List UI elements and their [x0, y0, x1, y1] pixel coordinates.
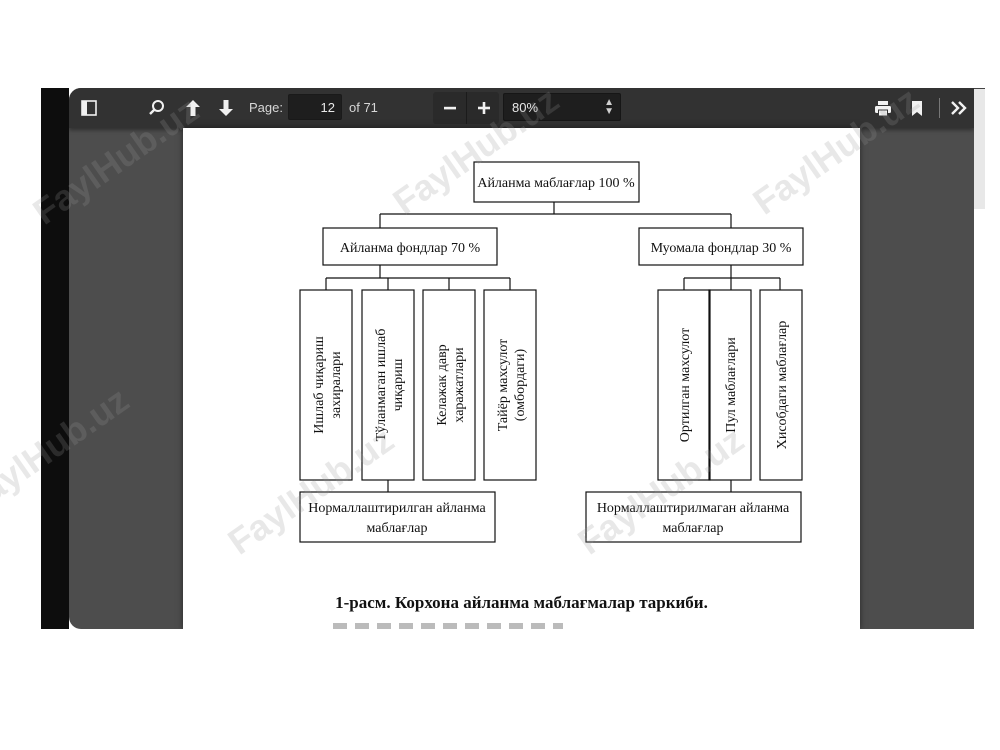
left-item-label: харажатлари: [452, 347, 467, 423]
zoom-in-button[interactable]: [467, 88, 500, 128]
left-item-label: захиралари: [329, 351, 344, 419]
right-group-label: Муомала фондлар 30 %: [651, 241, 792, 256]
figure-caption: 1-расм. Корхона айланма маблағмалар тарк…: [335, 593, 708, 612]
print-icon[interactable]: [869, 88, 897, 128]
bookmark-icon[interactable]: [905, 88, 929, 128]
cropped-text-line: [333, 623, 563, 629]
left-item-label: Тўланмаган ишлаб: [374, 329, 389, 442]
root-box: [473, 161, 640, 203]
root-label: Айланма маблағлар 100 %: [477, 176, 635, 191]
left-group-box: [322, 227, 498, 266]
right-item-box: [708, 289, 752, 481]
left-item-label: Ишлаб чиқариш: [312, 336, 327, 434]
right-bottom-box: [585, 491, 802, 543]
page-label: Page:: [249, 100, 283, 115]
document-page: Айланма маблағлар 100 % Айланма фондлар …: [183, 128, 860, 629]
right-item-label: Хисобдаги маблағлар: [775, 321, 790, 450]
zoom-select[interactable]: 80% ▲▼: [503, 93, 621, 121]
double-chevron-right-icon[interactable]: [947, 88, 971, 128]
left-bottom-label: Нормаллаштирилган айланма: [308, 501, 486, 516]
right-item-box: [657, 289, 711, 481]
org-diagram: Айланма маблағлар 100 % Айланма фондлар …: [299, 161, 804, 543]
left-item-box: [361, 289, 415, 481]
pdf-toolbar: Page: of 71 80% ▲▼: [69, 88, 974, 128]
left-item-box: [299, 289, 353, 481]
right-bottom-label: Нормаллаштирилмаган айланма: [597, 501, 790, 516]
right-bottom-label: маблағлар: [663, 521, 724, 536]
left-group-label: Айланма фондлар 70 %: [340, 241, 481, 256]
right-item-label: Ортилган махсулот: [678, 328, 693, 442]
minus-icon: [443, 106, 456, 110]
search-icon[interactable]: [143, 88, 171, 128]
left-item-label: Келажак давр: [435, 344, 450, 425]
zoom-value: 80%: [512, 100, 539, 115]
plus-icon: [477, 102, 490, 114]
left-black-edge: [41, 88, 69, 629]
zoom-divider: [466, 92, 467, 124]
pdf-viewer: Page: of 71 80% ▲▼: [69, 88, 974, 629]
left-bottom-label: маблағлар: [367, 521, 428, 536]
toolbar-separator: [939, 98, 940, 118]
left-item-label: (омбордаги): [513, 348, 528, 421]
arrow-up-icon[interactable]: [179, 88, 207, 128]
right-item-label: Пул маблағлари: [724, 337, 739, 433]
sidebar-toggle-icon[interactable]: [75, 88, 103, 128]
select-arrows-icon: ▲▼: [604, 97, 614, 117]
left-item-box: [483, 289, 537, 481]
zoom-out-button[interactable]: [433, 88, 466, 128]
left-item-box: [422, 289, 476, 481]
right-group-box: [638, 227, 804, 266]
right-edge-panel: [973, 88, 985, 209]
arrow-down-icon[interactable]: [212, 88, 240, 128]
left-item-label: Тайёр махсулот: [496, 339, 511, 432]
left-item-label: чиқариш: [391, 358, 406, 411]
right-item-box: [759, 289, 803, 481]
page-total: of 71: [349, 100, 378, 115]
left-bottom-box: [299, 491, 496, 543]
page-number-input[interactable]: [288, 94, 342, 120]
